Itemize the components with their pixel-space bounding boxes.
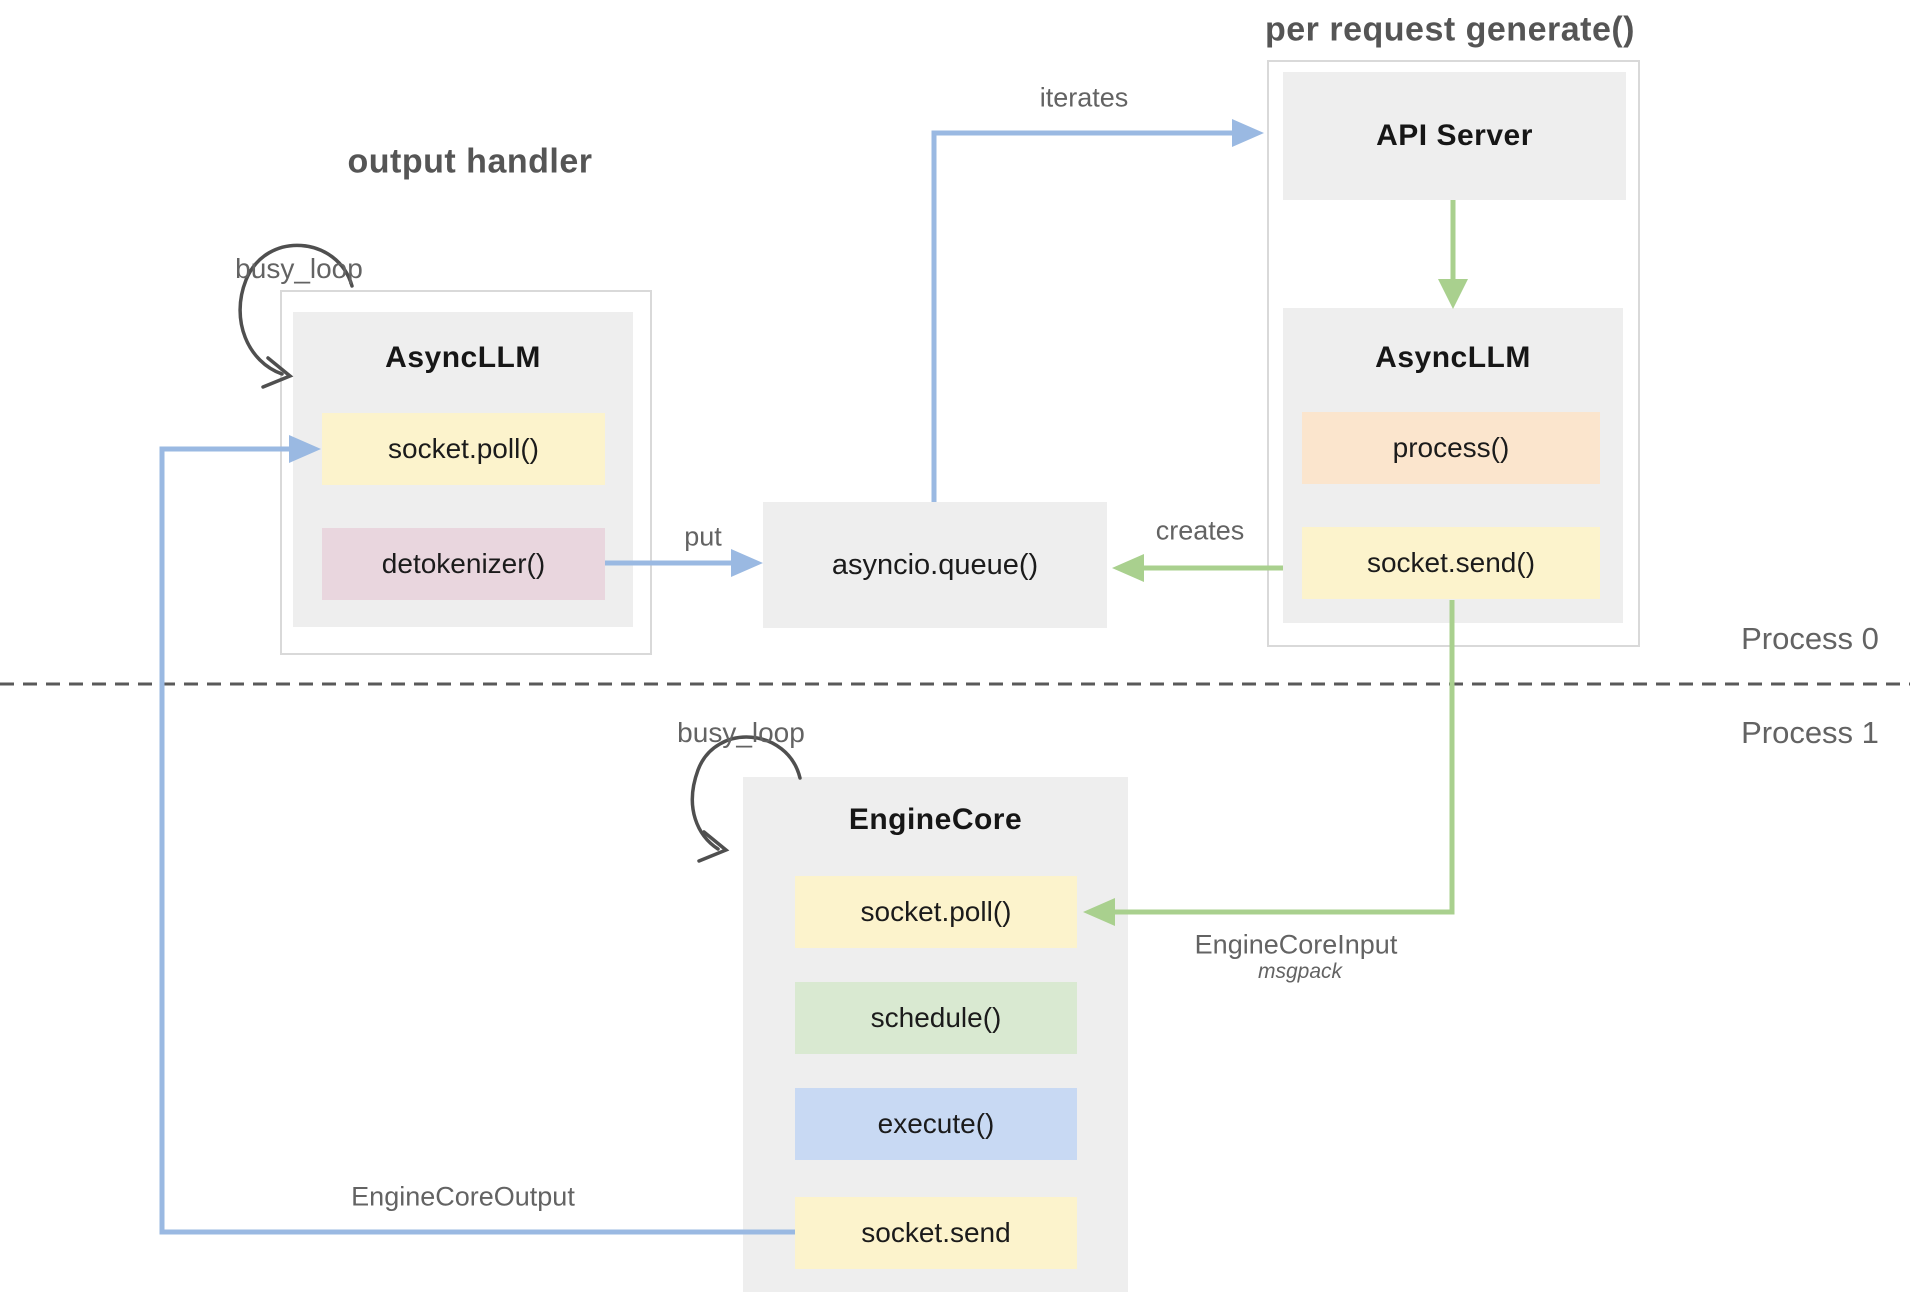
async-llm-left-title: AsyncLLM [385, 341, 541, 374]
busy-loop-bottom-label: busy_loop [677, 717, 805, 748]
method-label: socket.send [861, 1217, 1011, 1248]
async-llm-right-socket-send: socket.send() [1302, 527, 1600, 599]
engine-core-schedule: schedule() [795, 982, 1077, 1054]
iterates-arrow-line [931, 130, 1234, 502]
put-label: put [684, 521, 722, 552]
method-label: schedule() [870, 1002, 1002, 1033]
iterates-label: iterates [1039, 82, 1129, 113]
process-1-label: Process 1 [1741, 715, 1879, 750]
api-server-node [1283, 72, 1626, 200]
async-llm-left-socket-poll: socket.poll() [322, 413, 605, 485]
busy-loop-left-label: busy_loop [235, 253, 363, 284]
method-label: socket.poll() [860, 896, 1012, 927]
creates-label: creates [1155, 515, 1245, 546]
method-label: process() [1392, 432, 1510, 463]
creates-arrowhead-icon [1112, 554, 1144, 582]
engine-core-socket-send: socket.send [795, 1197, 1077, 1269]
output-handler-title: output handler [347, 142, 593, 181]
queue-label: asyncio.queue() [831, 548, 1039, 581]
method-label: execute() [877, 1108, 995, 1139]
engine-core-input-label: EngineCoreInput [1194, 929, 1398, 960]
engine-core-execute: execute() [795, 1088, 1077, 1160]
async-llm-left-detokenizer: detokenizer() [322, 528, 605, 600]
method-label: socket.poll() [388, 433, 539, 464]
msgpack-label: msgpack [1257, 960, 1343, 983]
async-llm-right-title: AsyncLLM [1375, 341, 1531, 374]
asyncio-queue-node: asyncio.queue() [763, 502, 1107, 628]
iterates-arrowhead-icon [1232, 119, 1264, 147]
process-0-label: Process 0 [1741, 621, 1879, 656]
method-label: socket.send() [1366, 547, 1536, 578]
method-label: detokenizer() [381, 548, 546, 579]
api-server-title: API Server [1376, 119, 1533, 152]
busy-loop-bottom-arrowhead-icon [697, 830, 730, 863]
engine-core-output-label: EngineCoreOutput [351, 1181, 575, 1212]
engine-core-title: EngineCore [848, 803, 1023, 836]
async-llm-right-process: process() [1302, 412, 1600, 484]
per-request-generate-title: per request generate() [1265, 10, 1635, 49]
engine-core-socket-poll: socket.poll() [795, 876, 1077, 948]
put-arrowhead-icon [731, 549, 763, 577]
